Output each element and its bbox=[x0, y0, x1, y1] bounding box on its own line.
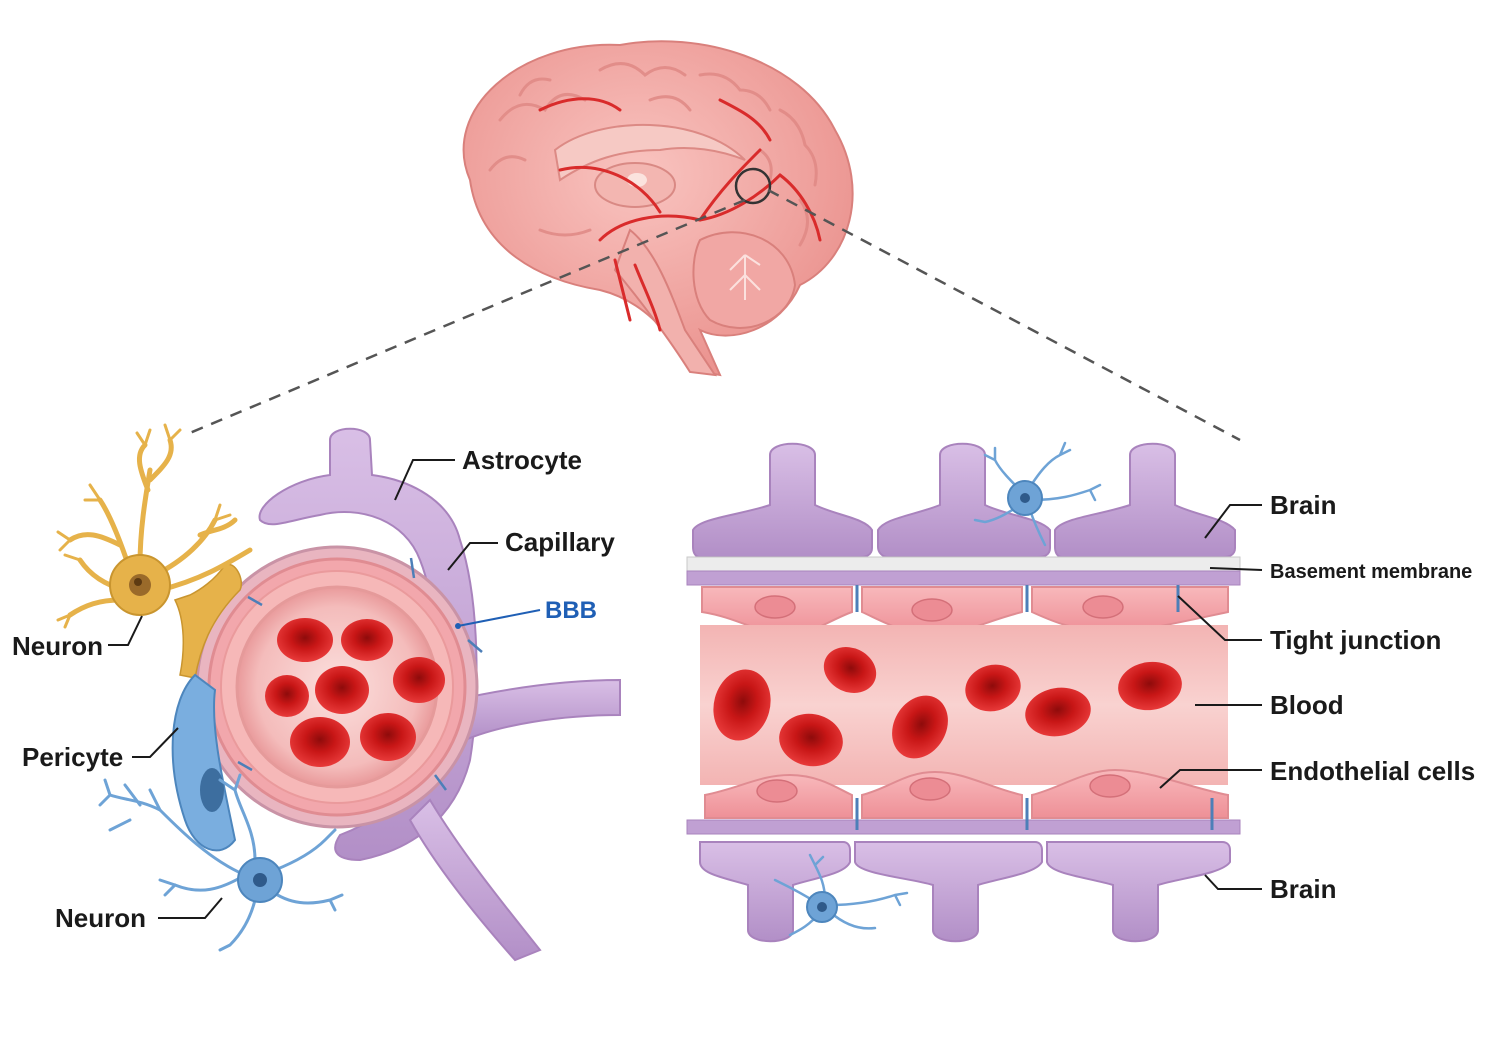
longitudinal-section bbox=[686, 441, 1241, 943]
right-labels: Brain Basement membrane Tight junction B… bbox=[1159, 490, 1475, 904]
red-blood-cells-left bbox=[265, 618, 445, 767]
basement-membrane bbox=[686, 556, 1241, 572]
capillary-label: Capillary bbox=[505, 527, 615, 557]
red-blood-cells-right bbox=[713, 647, 1182, 767]
endothelial-cells-label: Endothelial cells bbox=[1270, 756, 1475, 786]
astrocyte-endfeet-top bbox=[692, 442, 1236, 558]
left-labels: Astrocyte Capillary BBB Neuron Pericyte … bbox=[12, 445, 615, 933]
pericyte bbox=[171, 673, 237, 852]
neuron-blue-right-bottom bbox=[773, 853, 909, 937]
endothelial-cells-bottom bbox=[704, 768, 1229, 819]
blood-label: Blood bbox=[1270, 690, 1344, 720]
neuron-blue-left bbox=[98, 773, 344, 952]
neuron-label-top: Neuron bbox=[12, 631, 103, 661]
astrocyte-endfeet-bottom bbox=[699, 841, 1231, 943]
zoom-circle bbox=[734, 167, 772, 205]
neuron-label-bottom: Neuron bbox=[55, 903, 146, 933]
tight-junction-label: Tight junction bbox=[1270, 625, 1441, 655]
basement-membrane-label: Basement membrane bbox=[1270, 561, 1472, 583]
pericyte-label: Pericyte bbox=[22, 742, 123, 772]
neuron-blue-right-top bbox=[973, 441, 1102, 547]
brain-top-label: Brain bbox=[1270, 490, 1336, 520]
brain-bottom-label: Brain bbox=[1270, 874, 1336, 904]
capillary-cross-section bbox=[195, 427, 621, 962]
bbb-label: BBB bbox=[545, 597, 597, 624]
astrocyte-label: Astrocyte bbox=[462, 445, 582, 475]
neuron-yellow bbox=[56, 423, 253, 679]
tight-junctions bbox=[855, 585, 1214, 830]
zoom-lines bbox=[184, 188, 1241, 442]
brain-illustration bbox=[462, 40, 854, 377]
